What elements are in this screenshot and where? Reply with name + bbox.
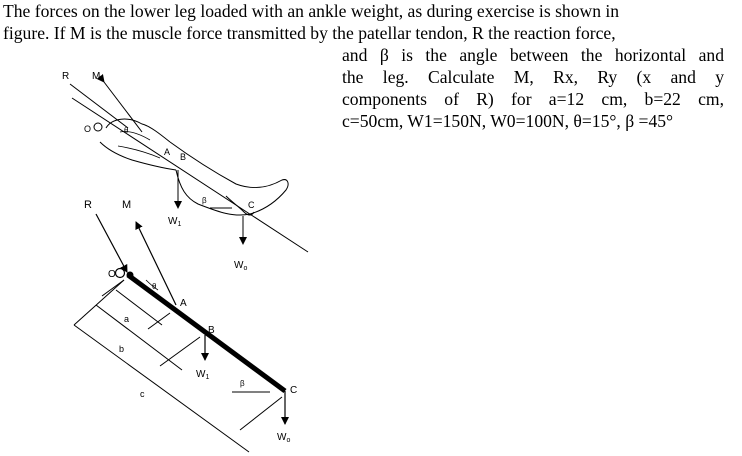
bottom-label-w0: Wo — [277, 432, 290, 444]
bottom-theta-arc — [145, 279, 159, 291]
bottom-free-body-diagram — [73, 213, 289, 453]
dimension-lines — [73, 279, 283, 453]
bottom-muscle-arrow — [135, 221, 177, 306]
top-shin-outline — [169, 141, 289, 216]
top-muscle-arrow — [96, 74, 143, 133]
bottom-label-beta: β — [240, 379, 245, 388]
problem-right-line-2: the leg. Calculate M, Rx, Ry (x and y — [342, 67, 724, 87]
dimension-label-c: c — [140, 389, 145, 399]
bottom-leg-bar — [126, 272, 287, 394]
top-knee-outline — [105, 118, 171, 143]
bottom-label-o: O — [108, 269, 116, 280]
bottom-label-b: B — [208, 325, 215, 336]
dimension-label-a: a — [124, 314, 129, 324]
bottom-joint-o — [114, 267, 126, 279]
top-label-b: B — [180, 152, 186, 162]
top-label-o: O — [84, 124, 91, 134]
problem-right-line-1: and β is the angle between the horizonta… — [342, 45, 724, 65]
bottom-label-r: R — [84, 199, 92, 211]
dimension-label-b: b — [119, 344, 124, 354]
top-label-beta: β — [202, 196, 207, 205]
bottom-label-w1: W1 — [196, 369, 209, 381]
top-reaction-line — [69, 83, 129, 129]
top-label-theta: θ — [124, 126, 129, 135]
problem-line-1: The forces on the lower leg loaded with … — [3, 1, 620, 21]
bottom-label-m: M — [122, 199, 131, 211]
top-leg-figure — [69, 74, 309, 253]
bottom-reaction-arrow — [95, 213, 128, 273]
problem-right-line-3: components of R) for a=12 cm, b=22 cm, — [342, 89, 724, 109]
bottom-label-a: A — [180, 298, 187, 309]
top-leg-axis — [71, 97, 309, 253]
problem-line-2: figure. If M is the muscle force transmi… — [3, 23, 616, 43]
top-label-w0: Wo — [234, 260, 247, 272]
bottom-label-theta: θ — [152, 282, 157, 291]
top-label-a: A — [164, 147, 170, 157]
top-calf-lower — [99, 141, 177, 171]
top-label-r: R — [62, 71, 69, 82]
top-joint-o — [93, 122, 103, 132]
top-ankle-weight — [225, 195, 255, 216]
top-label-m: M — [92, 71, 100, 82]
top-label-w1: W1 — [168, 216, 181, 228]
bottom-label-c: C — [290, 385, 297, 396]
top-label-c: C — [248, 200, 255, 210]
problem-right-line-4: c=50cm, W1=150N, W0=100N, θ=15°, β =45° — [342, 111, 674, 131]
